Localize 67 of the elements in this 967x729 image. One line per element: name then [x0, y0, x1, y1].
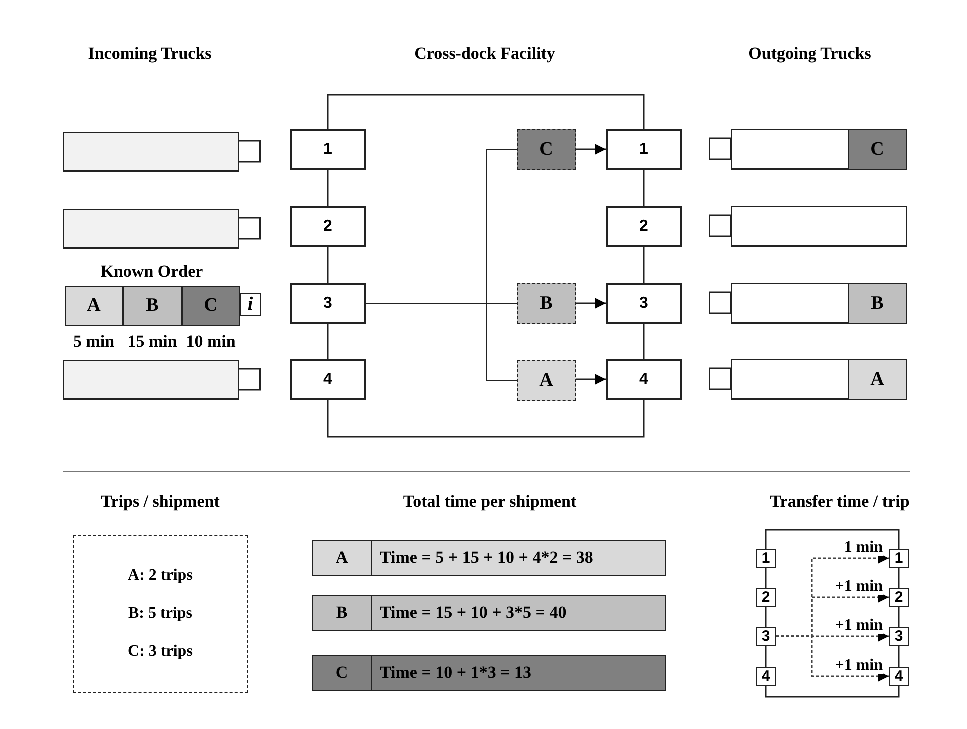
- connector-line: [327, 324, 329, 359]
- dock-door: 2: [606, 206, 682, 247]
- trips-box: [73, 535, 248, 693]
- cargo-segment: A: [848, 359, 907, 400]
- dock-door: 3: [290, 283, 366, 324]
- arrow: [576, 144, 606, 155]
- connector-line: [765, 686, 900, 698]
- connector-line: [366, 303, 518, 381]
- dock-door: 3: [756, 627, 776, 646]
- shipment-box: A: [517, 360, 576, 401]
- section-title: Trips / shipment: [100, 492, 221, 512]
- time-formula: Time = 10 + 1*3 = 13: [379, 662, 532, 684]
- connector-line: [327, 170, 329, 206]
- connector-line: [765, 529, 900, 549]
- shipment-label: C: [313, 656, 372, 690]
- connector-line: [327, 94, 645, 129]
- connector-line: [327, 247, 329, 283]
- section-title: Incoming Trucks: [87, 44, 213, 64]
- arrow: [576, 298, 606, 309]
- cargo-segment: B: [123, 286, 182, 326]
- connector-line: [643, 247, 645, 283]
- dock-door: 3: [889, 627, 909, 646]
- section-title: Cross-dock Facility: [414, 44, 556, 64]
- connector-line: [643, 170, 645, 206]
- shipment-box: B: [517, 283, 576, 324]
- cargo-segment: C: [182, 286, 240, 326]
- shipment-label: B: [313, 596, 372, 630]
- connector-line: [643, 324, 645, 359]
- dock-door: 2: [889, 588, 909, 607]
- truck-heading: Known Order: [100, 262, 204, 282]
- connector-line: [765, 646, 767, 667]
- trip-count: B: 5 trips: [128, 605, 192, 623]
- connector-line: [898, 646, 900, 667]
- dock-door: 1: [756, 549, 776, 568]
- time-row: [312, 540, 666, 576]
- section-title: Transfer time / trip: [769, 492, 911, 512]
- dock-door: 4: [290, 359, 366, 400]
- section-title: Outgoing Trucks: [748, 44, 872, 64]
- truck-cab: i: [240, 293, 261, 316]
- arrow: [576, 374, 606, 385]
- shipment-label: A: [313, 541, 372, 575]
- connector-line: [898, 607, 900, 627]
- time-formula: Time = 5 + 15 + 10 + 4*2 = 38: [379, 547, 594, 569]
- dock-door: 3: [606, 283, 682, 324]
- connector-line: [765, 607, 767, 627]
- time-formula: Time = 15 + 10 + 3*5 = 40: [379, 602, 567, 624]
- dock-door: 1: [290, 129, 366, 170]
- shipment-box: C: [517, 129, 576, 170]
- dashed-arrow: [776, 636, 889, 682]
- dock-door: 1: [606, 129, 682, 170]
- dock-door: 2: [290, 206, 366, 247]
- trip-count: A: 2 trips: [128, 567, 193, 585]
- cargo-segment: A: [65, 286, 123, 326]
- connector-line: [765, 568, 767, 588]
- cargo-segment: B: [848, 283, 907, 324]
- time-row: [312, 595, 666, 631]
- connector-line: [327, 400, 645, 438]
- dock-door: 4: [606, 359, 682, 400]
- dock-door: 4: [756, 667, 776, 686]
- time-row: [312, 655, 666, 691]
- dock-door: 2: [756, 588, 776, 607]
- trip-count: C: 3 trips: [128, 643, 193, 661]
- dock-door: 4: [889, 667, 909, 686]
- cargo-segment: C: [848, 129, 907, 170]
- section-title: Total time per shipment: [402, 492, 578, 512]
- connector-line: [898, 568, 900, 588]
- dock-door: 1: [889, 549, 909, 568]
